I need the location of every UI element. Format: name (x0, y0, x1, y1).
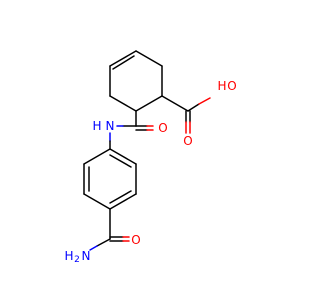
carboxyl-oxygen-label: O (183, 134, 192, 148)
terminal-amide-h-subscript-label: 2 (74, 255, 80, 265)
ring-bond-c1-c2 (135, 50, 163, 67)
amide-linker: O N H (92, 110, 168, 135)
bond-carboxyl-c-oh (187, 103, 200, 112)
benzene-bond-3 (83, 193, 111, 210)
hydroxyl-oxygen-label: O (227, 79, 236, 93)
ring-bond-c2-c3-double (109, 50, 137, 67)
benzene-bond-1 (83, 148, 111, 165)
molecule-diagram: H O O O N H (64, 50, 237, 265)
hydroxyl-hydrogen-label: H (217, 79, 226, 93)
terminal-amide-nitrogen-label: N (82, 249, 91, 263)
ring-bond-c2-c3-double-inner (112, 55, 135, 70)
benzene-ring (83, 132, 137, 210)
amide-nitrogen-label: N (106, 119, 115, 133)
benzene-bond-4-inner (109, 190, 132, 204)
terminal-carboxamide: O H 2 N (64, 208, 141, 265)
bond-c6-carboxyl-c (161, 95, 189, 112)
terminal-amide-h-label: H (64, 249, 73, 263)
bond-terminal-c-n (96, 238, 111, 247)
benzene-bond-6 (109, 148, 137, 165)
bond-carboxyl-c-oh-red (198, 97, 211, 105)
cyclohexene-ring (109, 50, 163, 112)
ring-bond-c4-c5 (109, 95, 137, 112)
amide-oxygen-label: O (158, 121, 167, 135)
benzene-bond-4 (109, 193, 137, 210)
terminal-amide-oxygen-label: O (131, 233, 140, 247)
ring-bond-c5-c6 (135, 95, 163, 112)
carboxylic-acid-group: H O O (161, 79, 237, 148)
benzene-bond-6-inner (109, 154, 132, 168)
molecule-svg: H O O O N H (64, 50, 237, 265)
bond-terminal-c-n-blue (89, 245, 98, 251)
amide-nitrogen-hydrogen-label: H (92, 119, 101, 133)
